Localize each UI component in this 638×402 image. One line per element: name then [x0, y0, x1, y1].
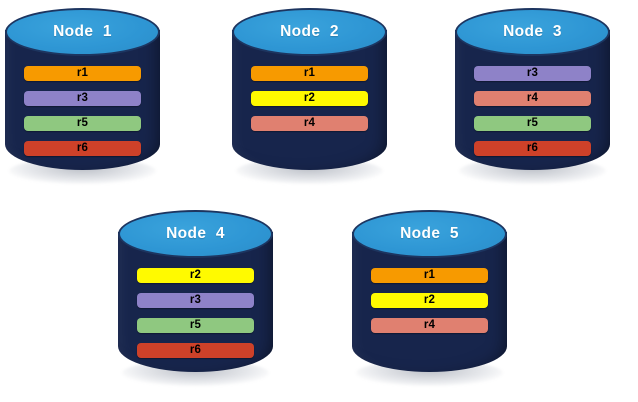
replica-list: r2 r3 r5 r6	[137, 268, 254, 368]
replica-bar[interactable]: r5	[474, 116, 591, 131]
replica-label: r2	[303, 91, 316, 104]
replica-label: r5	[76, 116, 89, 129]
cylinder-top-ellipse	[455, 8, 610, 56]
replica-bar[interactable]: r2	[251, 91, 368, 106]
replica-bar[interactable]: r1	[371, 268, 488, 283]
cylinder-top-ellipse	[5, 8, 160, 56]
replica-bar[interactable]: r5	[24, 116, 141, 131]
replica-label: r6	[189, 343, 202, 356]
replica-bar[interactable]: r2	[137, 268, 254, 283]
replica-label: r6	[76, 141, 89, 154]
cylinder-top-ellipse	[232, 8, 387, 56]
replica-bar[interactable]: r4	[371, 318, 488, 333]
replica-label: r2	[189, 268, 202, 281]
replica-label: r5	[526, 116, 539, 129]
replica-label: r1	[303, 66, 316, 79]
replica-bar[interactable]: r2	[371, 293, 488, 308]
replica-label: r3	[189, 293, 202, 306]
replica-label: r6	[526, 141, 539, 154]
replica-label: r5	[189, 318, 202, 331]
replica-label: r1	[76, 66, 89, 79]
replica-label: r3	[526, 66, 539, 79]
replica-list: r1 r3 r5 r6	[24, 66, 141, 166]
replica-label: r4	[423, 318, 436, 331]
cylinder-top-ellipse	[352, 210, 507, 258]
replica-bar[interactable]: r4	[251, 116, 368, 131]
replica-bar[interactable]: r3	[24, 91, 141, 106]
replica-label: r2	[423, 293, 436, 306]
replica-bar[interactable]: r6	[474, 141, 591, 156]
replica-bar[interactable]: r6	[137, 343, 254, 358]
replica-list: r3 r4 r5 r6	[474, 66, 591, 166]
replica-list: r1 r2 r4	[371, 268, 488, 343]
replica-bar[interactable]: r5	[137, 318, 254, 333]
replica-list: r1 r2 r4	[251, 66, 368, 141]
cylinder-top-ellipse	[118, 210, 273, 258]
replica-bar[interactable]: r1	[24, 66, 141, 81]
replica-label: r3	[76, 91, 89, 104]
replica-label: r1	[423, 268, 436, 281]
replica-bar[interactable]: r4	[474, 91, 591, 106]
replica-bar[interactable]: r3	[474, 66, 591, 81]
replica-label: r4	[303, 116, 316, 129]
replica-bar[interactable]: r6	[24, 141, 141, 156]
replica-bar[interactable]: r1	[251, 66, 368, 81]
replica-bar[interactable]: r3	[137, 293, 254, 308]
replica-label: r4	[526, 91, 539, 104]
